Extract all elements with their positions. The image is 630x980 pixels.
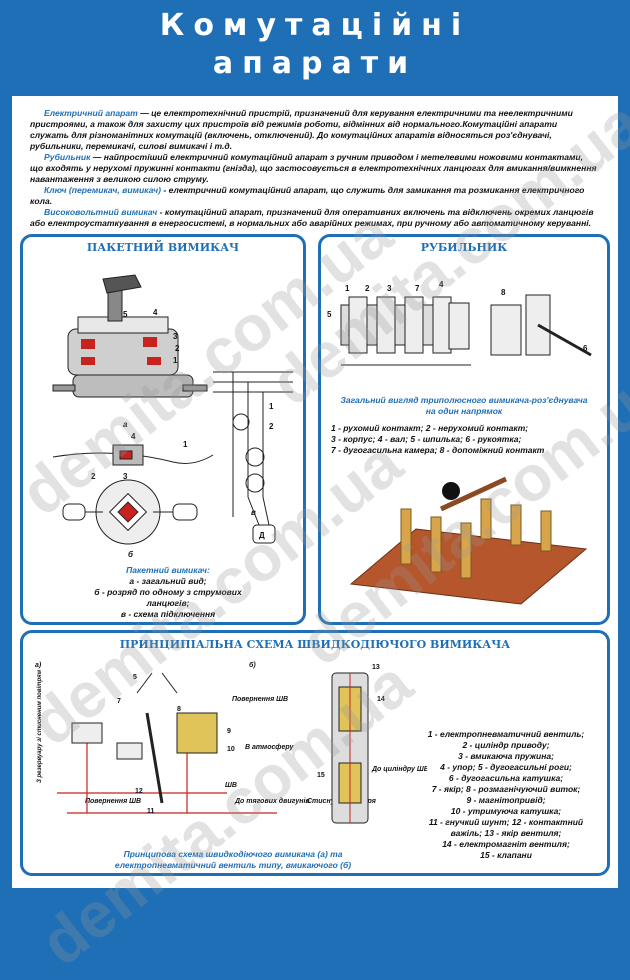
- term-key-switch: Ключ (перемикач, вимикач): [44, 185, 161, 195]
- knife-legend-line-1: 1 - рухомий контакт; 2 - нерухомий конта…: [331, 423, 529, 433]
- svg-text:2: 2: [365, 284, 370, 293]
- svg-text:8: 8: [501, 288, 506, 297]
- intro-paragraph-1: Електричний апарат — це електротехнічний…: [30, 108, 598, 152]
- packet-switch-caption: Пакетний вимикач: а - загальний вид; б -…: [83, 565, 253, 620]
- svg-text:14: 14: [377, 696, 385, 703]
- packet-caption-b: б - розряд по одному з струмових ланцюгі…: [94, 587, 242, 608]
- svg-text:7: 7: [415, 284, 420, 293]
- svg-text:5: 5: [133, 674, 137, 681]
- svg-text:4: 4: [439, 280, 444, 289]
- intro-text-3: - електричний комутаційний апарат, що сл…: [30, 185, 585, 206]
- svg-text:4: 4: [153, 308, 158, 317]
- svg-text:2: 2: [91, 472, 96, 481]
- term-hv-breaker: Високовольтний вимикач: [44, 207, 158, 217]
- knife-legend-line-3: 7 - дугогасильна камера; 8 - допоміжний …: [331, 445, 545, 455]
- return-shv-top: Повернення ШВ: [232, 696, 288, 703]
- svg-text:3: 3: [173, 332, 178, 341]
- svg-text:1: 1: [183, 440, 188, 449]
- intro-paragraph-3: Ключ (перемикач, вимикач) - електричний …: [30, 185, 598, 207]
- return-shv-bottom: Повернення ШВ: [85, 798, 141, 805]
- packet-switch-diagram: 5 4 3 2 1 а б в 4 1 2 3: [52, 274, 293, 557]
- svg-text:1: 1: [173, 356, 178, 365]
- svg-text:5: 5: [327, 310, 332, 319]
- breaker-title: ПРИНЦИПІАЛЬНА СХЕМА ШВИДКОДІЮЧОГО ВИМИКА…: [119, 638, 511, 651]
- svg-text:12: 12: [135, 788, 143, 795]
- term-knife-switch: Рубильник: [44, 152, 91, 162]
- breaker-label-a: а): [35, 662, 42, 669]
- breaker-legend-2: 2 - циліндр приводу;: [462, 740, 550, 750]
- knife-switch-title: РУБИЛЬНИК: [420, 241, 508, 254]
- breaker-diagram: а) б) Повернення ШВ В атмосферу До цилін…: [35, 661, 427, 824]
- svg-text:15: 15: [317, 772, 325, 779]
- knife-legend-line-2: 3 - корпус; 4 - вал; 5 - шпилька; 6 - ру…: [331, 434, 522, 444]
- label-v: в: [251, 508, 256, 517]
- intro-paragraph-4: Високовольтний вимикач - комутаційний ап…: [30, 207, 598, 229]
- intro-text: Електричний апарат — це електротехнічний…: [30, 108, 598, 229]
- breaker-legend: 1 - електропневматичний вентиль; 2 - цил…: [413, 729, 599, 861]
- knife-switch-caption: Загальний вигляд триполюсного вимикача-р…: [340, 395, 588, 416]
- svg-text:11: 11: [147, 808, 155, 815]
- label-d: Д: [259, 531, 265, 540]
- svg-text:1: 1: [345, 284, 350, 293]
- to-cylinder: До циліндру ШВ: [371, 765, 427, 773]
- breaker-section: ПРИНЦИПІАЛЬНА СХЕМА ШВИДКОДІЮЧОГО ВИМИКА…: [20, 630, 610, 876]
- breaker-caption: Принципова схема швидкодіючого вимикача …: [114, 849, 352, 870]
- svg-text:3: 3: [387, 284, 392, 293]
- breaker-legend-1: 1 - електропневматичний вентиль;: [427, 729, 585, 739]
- knife-switch-drawing: 1 2 3 7 4 5 8 6: [327, 280, 592, 366]
- to-atmosphere: В атмосферу: [245, 744, 294, 751]
- page-title-line2: апарати: [212, 46, 418, 81]
- label-b: б: [128, 550, 134, 557]
- packet-caption-a: а - загальний вид;: [129, 576, 207, 586]
- knife-switch-legend: 1 - рухомий контакт; 2 - нерухомий конта…: [331, 423, 544, 456]
- packet-switch-section: ПАКЕТНИЙ ВИМИКАЧ 5 4 3 2 1 а б в: [20, 234, 306, 625]
- knife-switch-section: РУБИЛЬНИК 1 2 3 7 4 5 8 6 Загальний вигляд трип…: [318, 234, 610, 625]
- breaker-legend-5: 6 - дугогасильна катушка;: [448, 773, 564, 783]
- svg-text:1: 1: [269, 402, 274, 411]
- breaker-label-b: б): [249, 661, 256, 669]
- svg-text:4: 4: [131, 432, 136, 441]
- intro-text-2: — найпростіший електричний комутаційний …: [30, 152, 597, 184]
- packet-caption-title: Пакетний вимикач:: [126, 565, 210, 575]
- intro-text-4: - комутаційний апарат, призначений для о…: [30, 207, 594, 228]
- breaker-legend-4: 4 - упор; 5 - дугогасильні роги;: [440, 762, 572, 772]
- breaker-legend-11: 15 - клапани: [480, 850, 532, 860]
- svg-text:6: 6: [583, 344, 588, 353]
- label-a: а: [123, 420, 128, 429]
- breaker-legend-10: 14 - електромагніт вентиля;: [442, 839, 570, 849]
- svg-text:5: 5: [123, 310, 128, 319]
- packet-switch-body: [52, 274, 208, 398]
- breaker-legend-7: 9 - магнітопривід;: [466, 795, 546, 805]
- knife-switch-photo: [349, 476, 588, 605]
- from-reservoir: З резервуару зі стисненим повітрям: [37, 669, 43, 783]
- breaker-legend-3: 3 - вмикаюча пружина;: [458, 751, 554, 761]
- packet-switch-title: ПАКЕТНИЙ ВИМИКАЧ: [86, 241, 240, 254]
- svg-text:2: 2: [269, 422, 274, 431]
- intro-text-1: — це електротехнічний пристрій, призначе…: [30, 108, 573, 151]
- svg-text:7: 7: [117, 698, 121, 705]
- svg-text:13: 13: [372, 664, 380, 671]
- breaker-legend-6: 7 - якір; 8 - розмагнічуючий виток;: [431, 784, 581, 794]
- shv-label: ШВ: [225, 782, 237, 789]
- svg-text:9: 9: [227, 728, 231, 735]
- svg-text:3: 3: [123, 472, 128, 481]
- breaker-legend-8: 10 - утримуюча катушка;: [450, 806, 562, 816]
- intro-paragraph-2: Рубильник — найпростіший електричний ком…: [30, 152, 598, 185]
- content-panel: Електричний апарат — це електротехнічний…: [7, 87, 630, 980]
- svg-text:10: 10: [227, 746, 235, 753]
- breaker-legend-9: 11 - гнучкий шунт; 12 - контактний важіл…: [428, 817, 584, 838]
- packet-caption-c: в - схема підключення: [120, 609, 216, 619]
- term-electric-apparatus: Електричний апарат: [44, 108, 138, 118]
- header: Комутаційні апарати: [0, 0, 630, 92]
- svg-text:2: 2: [175, 344, 180, 353]
- svg-text:8: 8: [177, 706, 181, 713]
- to-traction: До тягових двигунів: [234, 797, 310, 805]
- page-title-line1: Комутаційні: [159, 8, 471, 43]
